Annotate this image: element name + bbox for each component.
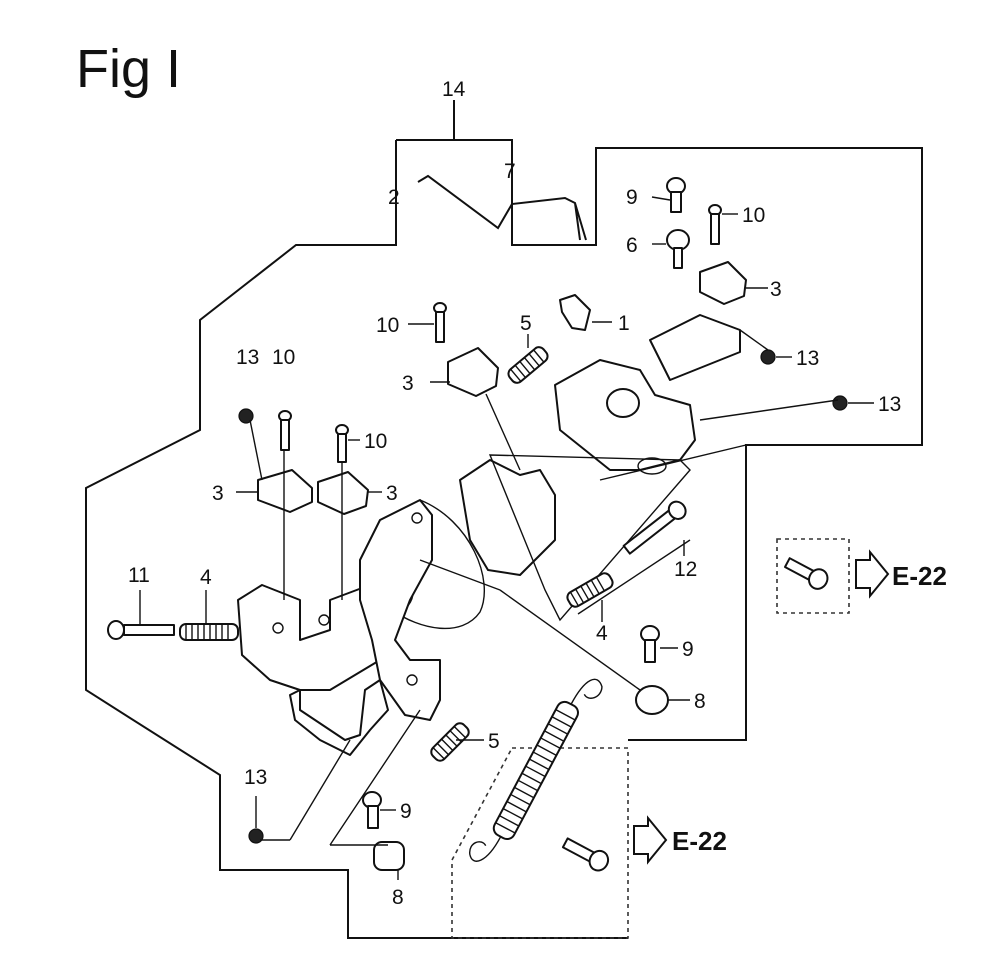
callout-13-bottom: 13 [244, 766, 267, 789]
callout-13-right-a: 13 [796, 347, 819, 370]
knob-8-bottom [373, 841, 405, 871]
callout-5-bottom: 5 [488, 730, 500, 753]
callout-3-left-b: 3 [386, 482, 398, 505]
callout-6: 6 [626, 234, 638, 257]
spring-4-left [179, 623, 239, 641]
bolt-right-ref [783, 557, 829, 590]
reference-label-bottom: E-22 [672, 826, 727, 856]
clip-top-right [699, 261, 747, 305]
part-1 [559, 294, 591, 331]
shaft-outline [391, 499, 485, 630]
bolt-9-bottom [362, 791, 382, 829]
callout-2: 2 [388, 186, 400, 209]
callout-9-top: 9 [626, 186, 638, 209]
callout-10-top: 10 [742, 204, 765, 227]
callout-8-right: 8 [694, 690, 706, 713]
callout-7: 7 [504, 160, 516, 183]
knob-8-right [635, 685, 669, 715]
nut-13-right-b [832, 395, 848, 411]
callout-1: 1 [618, 312, 630, 335]
assembly-outline [85, 140, 628, 939]
arrow-right-icon [855, 549, 890, 599]
screw-12 [622, 500, 687, 555]
callout-12: 12 [674, 558, 697, 581]
callout-10-center: 10 [376, 314, 399, 337]
ref-box-bottom [451, 747, 629, 939]
nut-6 [666, 229, 690, 269]
spring-4-right [566, 572, 614, 608]
bolt-10-left-b [335, 424, 349, 463]
nut-13-right-a [760, 349, 776, 365]
callout-4-left: 4 [200, 566, 212, 589]
callout-8-bottom: 8 [392, 886, 404, 909]
bolt-9-right [640, 625, 660, 663]
callout-11: 11 [128, 564, 150, 587]
nut-13-bottom [248, 828, 264, 844]
right-bracket [459, 459, 556, 576]
callout-3-left-a: 3 [212, 482, 224, 505]
reference-label-right: E-22 [892, 561, 947, 591]
callout-13-left: 13 [236, 346, 259, 369]
callout-10-left-b: 10 [364, 430, 387, 453]
left-bracket-lower [289, 679, 389, 756]
clip-left-2 [317, 471, 369, 515]
callout-3-top: 3 [770, 278, 782, 301]
bolt-9-top [666, 177, 686, 213]
clip-center [447, 347, 499, 397]
nut-13-left [238, 408, 254, 424]
bolt-10-top [708, 204, 722, 245]
callout-9-right: 9 [682, 638, 694, 661]
bolt-10-left-a [278, 410, 292, 451]
left-plate [359, 499, 441, 721]
extension-spring [469, 678, 603, 862]
bolt-bottom-ref [561, 837, 610, 872]
arrow-bottom-icon [633, 815, 668, 865]
ref-box-right [776, 538, 850, 614]
right-arm [649, 314, 741, 381]
figure-title: Fig I [76, 39, 182, 99]
callout-10-left-a: 10 [272, 346, 295, 369]
wire-part [417, 174, 587, 241]
clip-left-1 [257, 469, 313, 513]
spring-5-top [507, 346, 549, 384]
callout-14: 14 [442, 78, 466, 101]
right-boss [606, 388, 640, 418]
callout-9-bottom: 9 [400, 800, 412, 823]
spring-5-bottom [430, 722, 470, 762]
callout-13-right-b: 13 [878, 393, 901, 416]
screw-11 [107, 620, 175, 640]
callout-4-right: 4 [596, 622, 608, 645]
callout-3-center: 3 [402, 372, 414, 395]
bolt-10-center [433, 302, 447, 343]
callout-5-top: 5 [520, 312, 532, 335]
